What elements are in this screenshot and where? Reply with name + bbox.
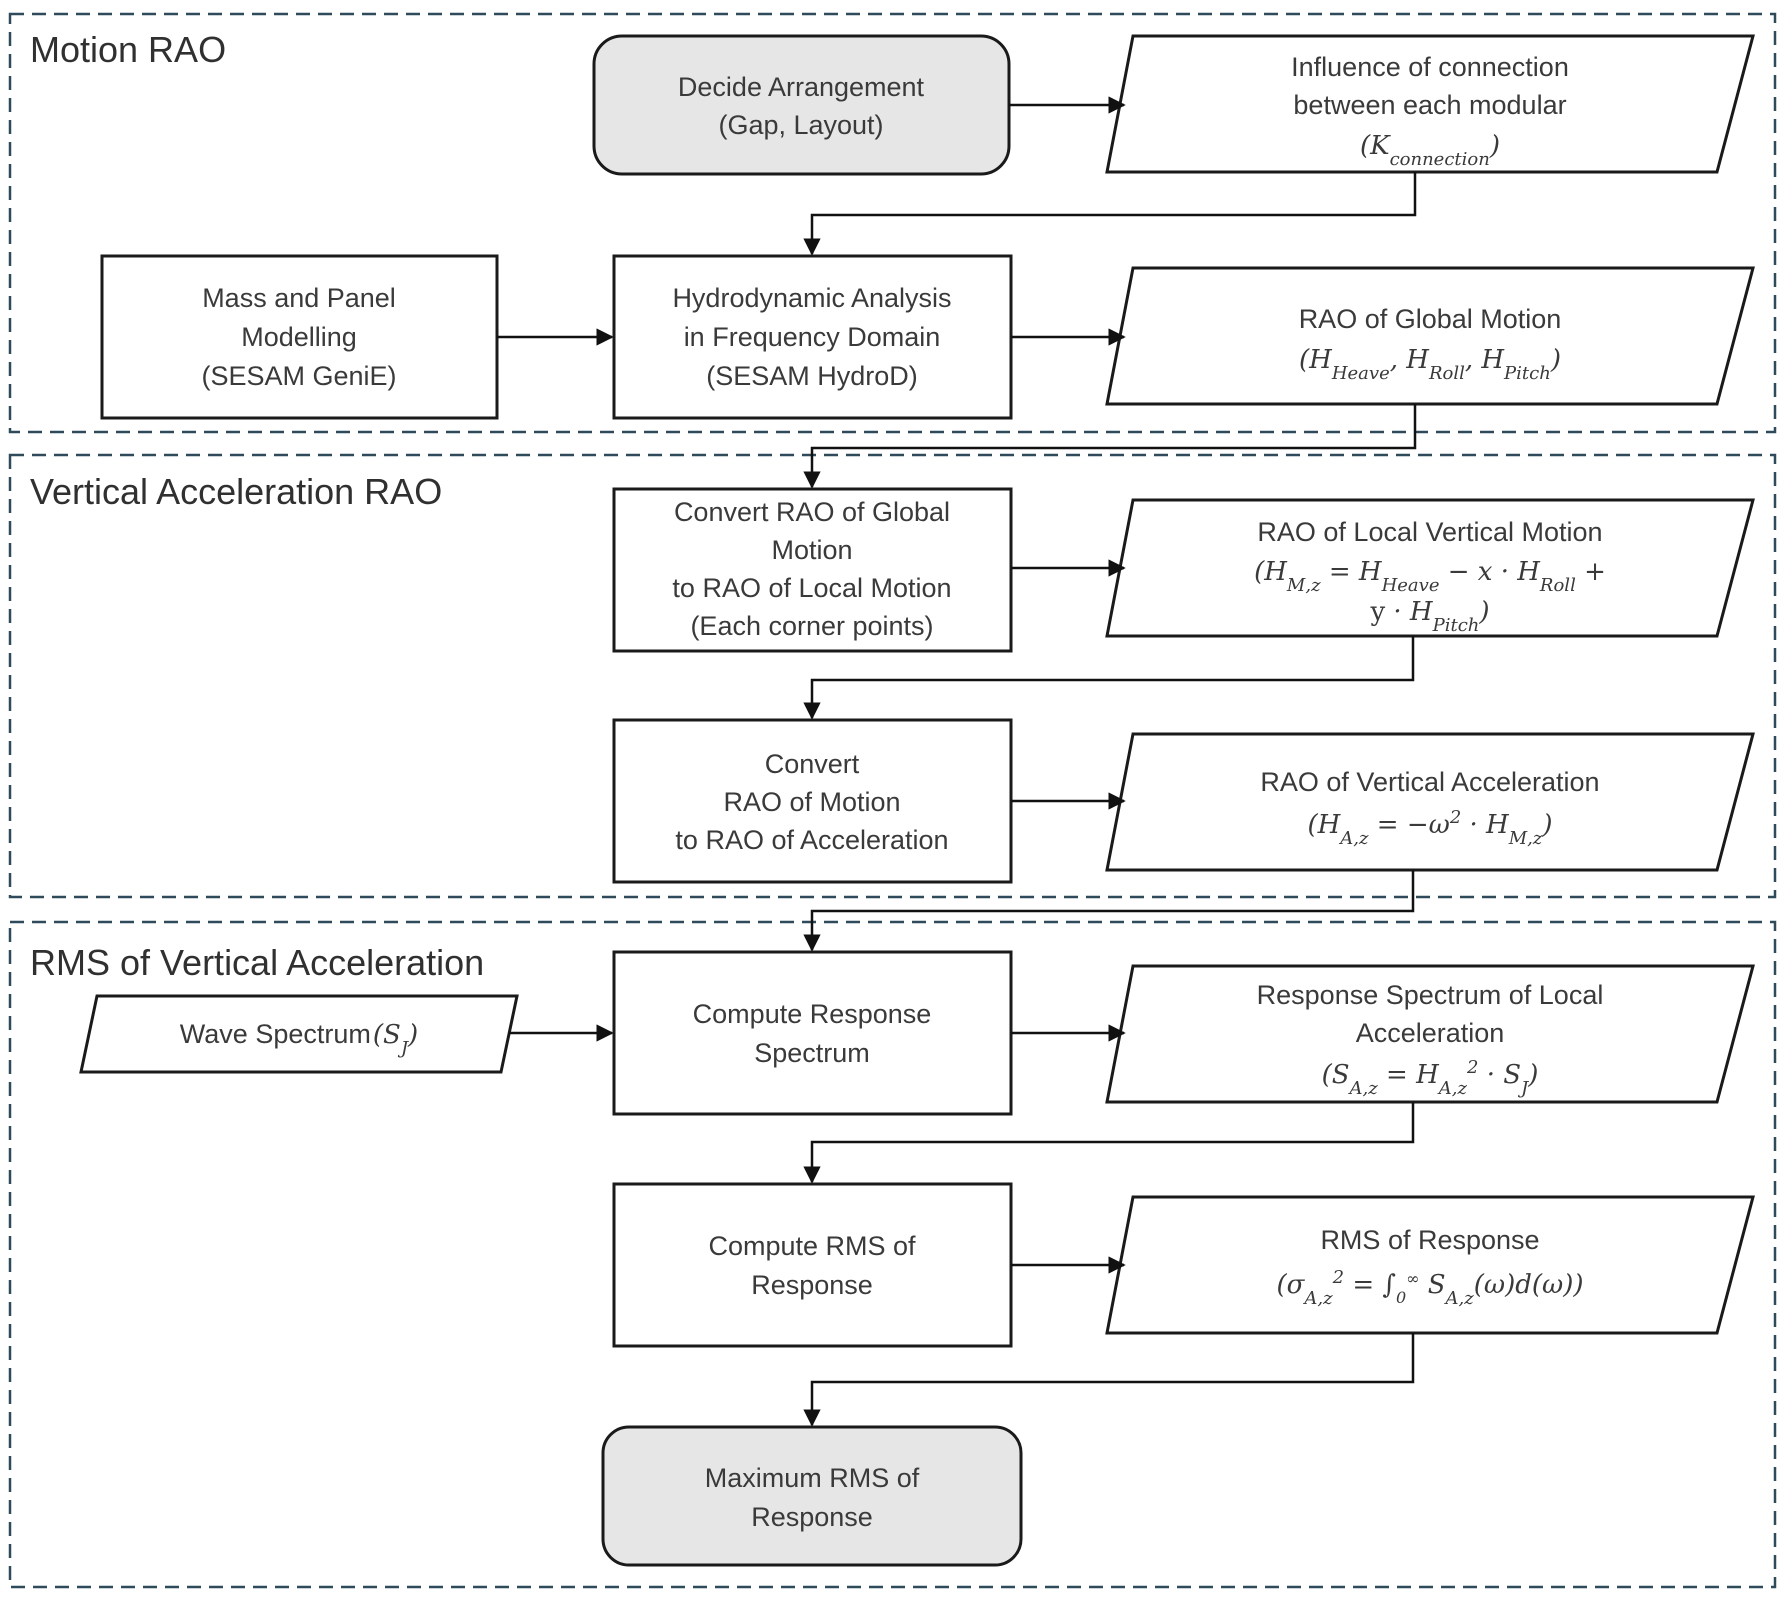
node-text-line: RMS of Response xyxy=(1320,1225,1539,1255)
arrow-vertical-accel-to-compute-spectrum xyxy=(803,870,1415,952)
section-frame-motion-rao xyxy=(8,12,1777,434)
arrow-response-spectrum-to-compute-rms xyxy=(803,1102,1415,1184)
node-text-line: Acceleration xyxy=(1356,1018,1505,1048)
node-text-line: Hydrodynamic Analysis xyxy=(672,283,951,313)
node-text-line: (Each corner points) xyxy=(690,611,933,641)
node-text-line: Spectrum xyxy=(754,1038,870,1068)
node-text-line: between each modular xyxy=(1293,90,1566,120)
node-rao-vertical-acceleration: RAO of Vertical Acceleration (HA,z = −ω2… xyxy=(1105,732,1755,872)
node-text-line: Decide Arrangement xyxy=(678,72,925,102)
node-text-line: (SESAM HydroD) xyxy=(706,361,918,391)
node-text-line: in Frequency Domain xyxy=(684,322,941,352)
arrow-local-motion-to-convert-accel xyxy=(803,636,1415,720)
node-text-line: Modelling xyxy=(241,322,357,352)
node-text-line: RAO of Vertical Acceleration xyxy=(1260,767,1599,797)
node-influence-connection: Influence of connection between each mod… xyxy=(1105,34,1755,174)
node-wave-spectrum: Wave Spectrum(SJ) xyxy=(79,994,519,1074)
node-convert-global-to-local: Convert RAO of Global Motion to RAO of L… xyxy=(612,487,1013,653)
node-text-line: Compute Response xyxy=(693,999,932,1029)
node-text-line: Response Spectrum of Local xyxy=(1257,980,1604,1010)
node-text-line: to RAO of Acceleration xyxy=(675,825,948,855)
section-title-vertical-acceleration-rao: Vertical Acceleration RAO xyxy=(30,471,442,512)
node-maximum-rms-response: Maximum RMS of Response xyxy=(601,1425,1023,1567)
node-text-line: to RAO of Local Motion xyxy=(672,573,951,603)
node-compute-rms-response: Compute RMS of Response xyxy=(612,1182,1013,1348)
node-text-line: Convert RAO of Global xyxy=(674,497,950,527)
node-convert-motion-to-accel: Convert RAO of Motion to RAO of Accelera… xyxy=(612,718,1013,884)
node-rms-response: RMS of Response (σA,z2 = ∫0∞ SA,z(ω)d(ω)… xyxy=(1105,1195,1755,1335)
node-text-line: Compute RMS of xyxy=(708,1231,916,1261)
arrow-global-motion-to-convert-local xyxy=(803,404,1417,489)
node-text-line: (Gap, Layout) xyxy=(718,110,883,140)
node-response-spectrum-local-accel: Response Spectrum of Local Acceleration … xyxy=(1105,964,1755,1104)
node-decide-arrangement: Decide Arrangement (Gap, Layout) xyxy=(592,34,1011,176)
node-text-line: Response xyxy=(751,1502,873,1532)
node-text-line: Motion xyxy=(771,535,852,565)
section-frame-rms-vertical-acceleration xyxy=(8,920,1777,1589)
node-text-line: Response xyxy=(751,1270,873,1300)
node-compute-response-spectrum: Compute Response Spectrum xyxy=(612,950,1013,1116)
node-text-line: RAO of Local Vertical Motion xyxy=(1257,517,1602,547)
node-text-line: (SESAM GeniE) xyxy=(201,361,396,391)
arrow-influence-to-hydrodynamic xyxy=(803,172,1417,256)
node-text-line: RAO of Global Motion xyxy=(1299,304,1562,334)
node-hydrodynamic-analysis: Hydrodynamic Analysis in Frequency Domai… xyxy=(612,254,1013,420)
node-text-line: Influence of connection xyxy=(1291,52,1569,82)
node-rao-local-vertical-motion: RAO of Local Vertical Motion (HM,z = HHe… xyxy=(1105,498,1755,638)
node-text-line: Convert xyxy=(765,749,860,779)
section-frame-vertical-acceleration-rao xyxy=(8,453,1777,899)
node-text-line: Mass and Panel xyxy=(202,283,396,313)
section-title-motion-rao: Motion RAO xyxy=(30,29,226,70)
node-text-line: Maximum RMS of xyxy=(705,1463,920,1493)
node-rao-global-motion: RAO of Global Motion (HHeave, HRoll, HPi… xyxy=(1105,266,1755,406)
arrow-rms-response-to-maximum xyxy=(803,1333,1415,1427)
node-mass-panel-modelling: Mass and Panel Modelling (SESAM GeniE) xyxy=(100,254,499,420)
section-title-rms-vertical-acceleration: RMS of Vertical Acceleration xyxy=(30,942,484,983)
node-text-line: RAO of Motion xyxy=(723,787,900,817)
